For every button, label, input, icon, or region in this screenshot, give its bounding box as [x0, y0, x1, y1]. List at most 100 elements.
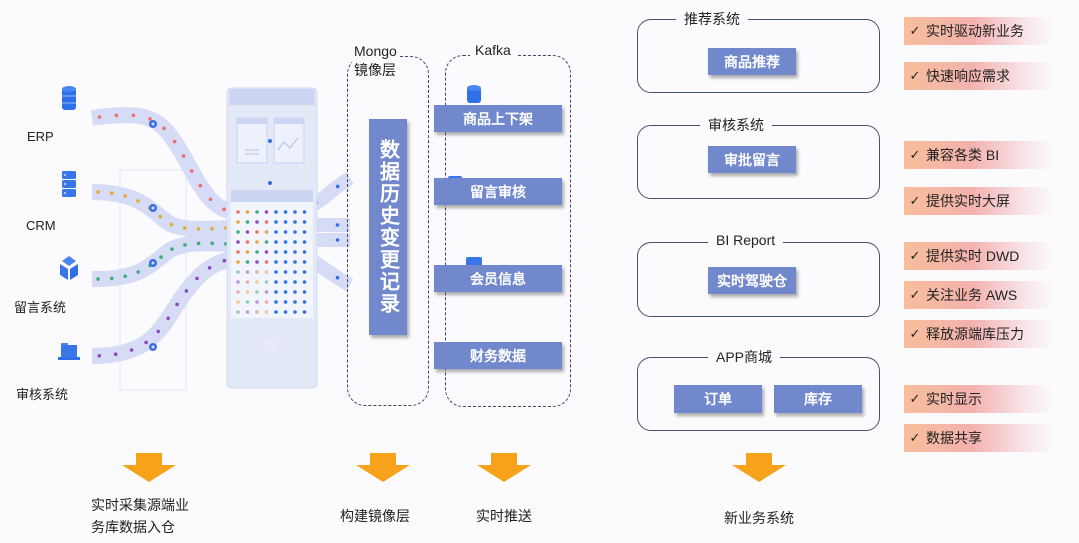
grid-dot — [274, 270, 278, 274]
grid-dot — [255, 300, 259, 304]
benefit-item: ✓快速响应需求 — [904, 62, 1054, 90]
arrow-down-icon — [122, 453, 176, 482]
grid-dot — [302, 250, 307, 254]
flow-dot — [335, 238, 340, 242]
grid-dot — [293, 270, 297, 274]
source-audit-system: 审核系统 — [16, 340, 96, 402]
grid-dot — [255, 230, 259, 234]
stage-label-push: 实时推送 — [476, 508, 532, 524]
grid-dot — [245, 280, 250, 284]
benefit-item: ✓提供实时大屏 — [904, 187, 1054, 215]
grid-dot — [293, 260, 297, 264]
system-title: 审核系统 — [700, 115, 772, 135]
kafka-topic-message-review[interactable]: 留言审核 — [434, 168, 564, 218]
source-crm: CRM — [24, 170, 94, 240]
check-icon: ✓ — [909, 287, 921, 302]
grid-dot — [274, 210, 278, 214]
check-icon: ✓ — [909, 147, 921, 162]
flow-dot — [172, 139, 177, 144]
system-bi-report: BI Report 实时驾驶仓 — [637, 232, 880, 317]
system-item[interactable]: 实时驾驶仓 — [708, 267, 796, 294]
grid-dot — [293, 210, 297, 214]
grid-dot — [245, 240, 250, 244]
grid-dot — [283, 220, 288, 224]
arrow-down-icon — [356, 453, 410, 482]
system-item[interactable]: 库存 — [774, 385, 862, 413]
flow-dot — [196, 241, 201, 246]
server-icon — [62, 171, 76, 197]
flow-dot — [159, 255, 163, 259]
grid-dot — [293, 230, 297, 234]
grid-dot — [255, 210, 259, 214]
check-icon: ✓ — [909, 23, 921, 38]
system-item[interactable]: 商品推荐 — [708, 48, 796, 75]
flow-dot — [97, 115, 102, 119]
grid-dot — [302, 210, 307, 214]
grid-dot — [283, 290, 288, 294]
flow-dot — [156, 329, 161, 334]
system-item[interactable]: 审批留言 — [708, 146, 796, 173]
flow-dot — [129, 348, 134, 352]
grid-dot — [264, 250, 269, 254]
grid-dot — [236, 210, 240, 214]
topic-label: 财务数据 — [434, 342, 562, 369]
grid-dot — [255, 280, 259, 284]
grid-dot — [302, 300, 307, 304]
grid-dot — [264, 230, 269, 234]
kafka-topic-member-info[interactable]: 会员信息 — [434, 255, 564, 305]
check-icon: ✓ — [909, 248, 921, 263]
grid-dot — [274, 310, 278, 314]
folder-icon — [58, 343, 80, 360]
flow-dot — [158, 214, 163, 219]
grid-dot — [264, 210, 269, 214]
system-audit: 审核系统 审批留言 — [637, 115, 880, 199]
grid-dot — [236, 280, 240, 284]
grid-dot — [283, 310, 288, 314]
gear-icon — [149, 120, 157, 128]
grid-dot — [255, 220, 259, 224]
flow-dot — [182, 226, 187, 230]
check-icon: ✓ — [909, 68, 921, 83]
system-item[interactable]: 订单 — [674, 385, 762, 413]
flow-dot — [97, 354, 102, 358]
grid-dot — [293, 300, 297, 304]
check-icon: ✓ — [909, 430, 921, 445]
grid-dot — [255, 270, 259, 274]
grid-dot — [245, 260, 250, 264]
grid-dot — [283, 210, 288, 214]
grid-dot — [293, 240, 297, 244]
flow-dot — [166, 316, 170, 321]
benefit-item: ✓释放源端库压力 — [904, 320, 1054, 348]
history-record-box: 数据历史变更记录 — [369, 119, 407, 335]
grid-dot — [302, 270, 307, 274]
folder-icon — [466, 257, 482, 265]
grid-dot — [236, 300, 240, 304]
grid-dot — [264, 220, 269, 224]
grid-dot — [264, 300, 269, 304]
flow-dot — [144, 340, 148, 345]
flow-dot — [196, 227, 201, 231]
grid-dot — [245, 310, 250, 314]
database-icon — [62, 86, 76, 110]
flow-dot — [123, 274, 128, 279]
grid-dot — [274, 290, 278, 294]
flow-dot — [169, 222, 174, 227]
grid-dot — [293, 290, 297, 294]
grid-dot — [245, 250, 250, 254]
source-message-system: 留言系统 — [14, 255, 94, 315]
grid-dot — [302, 280, 307, 284]
topic-label: 商品上下架 — [434, 105, 562, 132]
kafka-topic-product-shelf[interactable]: 商品上下架 — [434, 85, 564, 135]
grid-dot — [274, 260, 278, 264]
grid-dot — [274, 300, 278, 304]
grid-dot — [283, 280, 288, 284]
system-recommendation: 推荐系统 商品推荐 — [637, 9, 880, 93]
flow-dot — [136, 270, 141, 274]
check-icon: ✓ — [909, 326, 921, 341]
grid-dot — [255, 310, 259, 314]
kafka-topic-finance-data[interactable]: 财务数据 — [434, 332, 564, 382]
flow-dot — [96, 277, 100, 281]
grid-dot — [283, 230, 288, 234]
check-icon: ✓ — [909, 193, 921, 208]
grid-dot — [283, 260, 288, 264]
